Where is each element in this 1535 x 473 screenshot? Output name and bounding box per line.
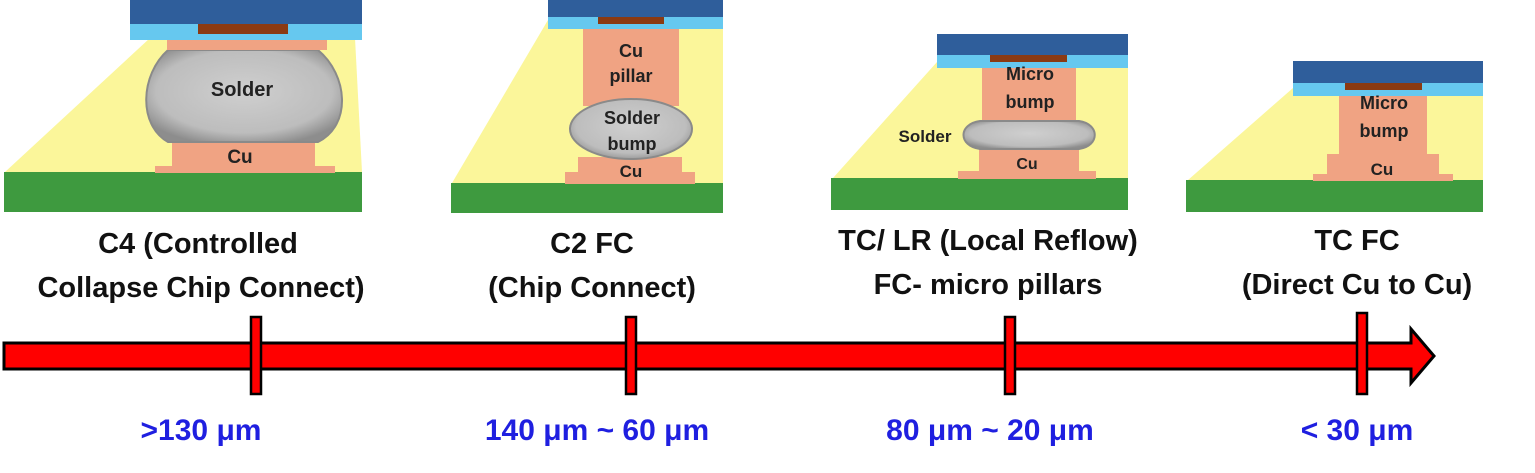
c2-title-line-2: (Chip Connect) — [488, 272, 696, 304]
tclr-title-line-1: TC/ LR (Local Reflow) — [838, 225, 1138, 257]
c4-title-line-1: C4 (Controlled — [98, 228, 298, 260]
die-pad — [1345, 82, 1422, 90]
tick-tclr — [1003, 315, 1017, 396]
bump-label-2: bump — [608, 134, 657, 154]
solder-cap — [962, 120, 1096, 150]
micro-label-1: Micro — [1360, 93, 1408, 113]
micro-bump — [982, 64, 1076, 123]
pitch-labels: >130 μm 140 μm ~ 60 μm 80 μm ~ 20 μm < 3… — [141, 414, 1414, 447]
cu-pad — [578, 157, 682, 174]
cu-pad — [1327, 154, 1439, 175]
substrate — [451, 183, 723, 213]
solder-ball — [145, 49, 343, 143]
solder-bump — [569, 98, 693, 160]
solder-label: Solder — [211, 79, 273, 101]
tcfc-pitch: < 30 μm — [1301, 414, 1414, 447]
cu-pad — [979, 148, 1079, 172]
cu-pad — [172, 140, 315, 168]
tick-c4 — [249, 315, 263, 396]
die — [1293, 61, 1483, 83]
tclr-pitch: 80 μm ~ 20 μm — [886, 414, 1094, 447]
right-arrow-icon — [2, 324, 1436, 388]
timeline — [2, 311, 1436, 396]
die-pad — [598, 16, 664, 24]
tclr-title-line-2: FC- micro pillars — [874, 269, 1103, 301]
micro-label-1: Micro — [1006, 64, 1054, 84]
tcfc-title-line-2: (Direct Cu to Cu) — [1242, 269, 1472, 301]
tc-lr-structure: Micro bump Solder Cu — [831, 34, 1128, 210]
tc-fc-structure: Micro bump Cu — [1186, 61, 1483, 212]
cu-label: Cu — [1016, 156, 1037, 173]
cu-pillar — [583, 28, 679, 106]
substrate-pad — [565, 172, 695, 184]
c2-pitch: 140 μm ~ 60 μm — [485, 414, 709, 447]
micro-label-2: bump — [1006, 92, 1055, 112]
substrate-pad — [958, 171, 1096, 179]
substrate-pad — [155, 166, 335, 173]
tcfc-title-line-1: TC FC — [1314, 225, 1399, 257]
substrate — [831, 178, 1128, 210]
solder-label: Solder — [899, 127, 952, 146]
die — [130, 0, 362, 24]
stage-titles: C4 (Controlled Collapse Chip Connect) C2… — [37, 225, 1472, 304]
ubm-pad — [167, 38, 327, 50]
substrate — [1186, 180, 1483, 212]
c4-pitch: >130 μm — [141, 414, 262, 447]
c4-structure: Solder Cu — [4, 0, 362, 212]
pillar-label-2: pillar — [609, 66, 652, 86]
substrate-pad — [1313, 174, 1453, 181]
die-pad — [990, 54, 1067, 62]
c2-structure: Cu pillar Solder bump Cu — [451, 0, 723, 213]
c4-title-line-2: Collapse Chip Connect) — [37, 272, 364, 304]
micro-label-2: bump — [1360, 121, 1409, 141]
die — [937, 34, 1128, 55]
tick-c2 — [624, 315, 638, 396]
cu-label: Cu — [1371, 160, 1394, 179]
cu-label: Cu — [620, 162, 643, 181]
pillar-label-1: Cu — [619, 41, 643, 61]
cu-label: Cu — [227, 147, 252, 168]
die-pad — [198, 24, 288, 34]
substrate — [4, 172, 362, 212]
tick-tcfc — [1355, 311, 1369, 396]
die — [548, 0, 723, 17]
micro-bump — [1339, 90, 1427, 155]
c2-title-line-1: C2 FC — [550, 228, 634, 260]
bump-label-1: Solder — [604, 108, 660, 128]
